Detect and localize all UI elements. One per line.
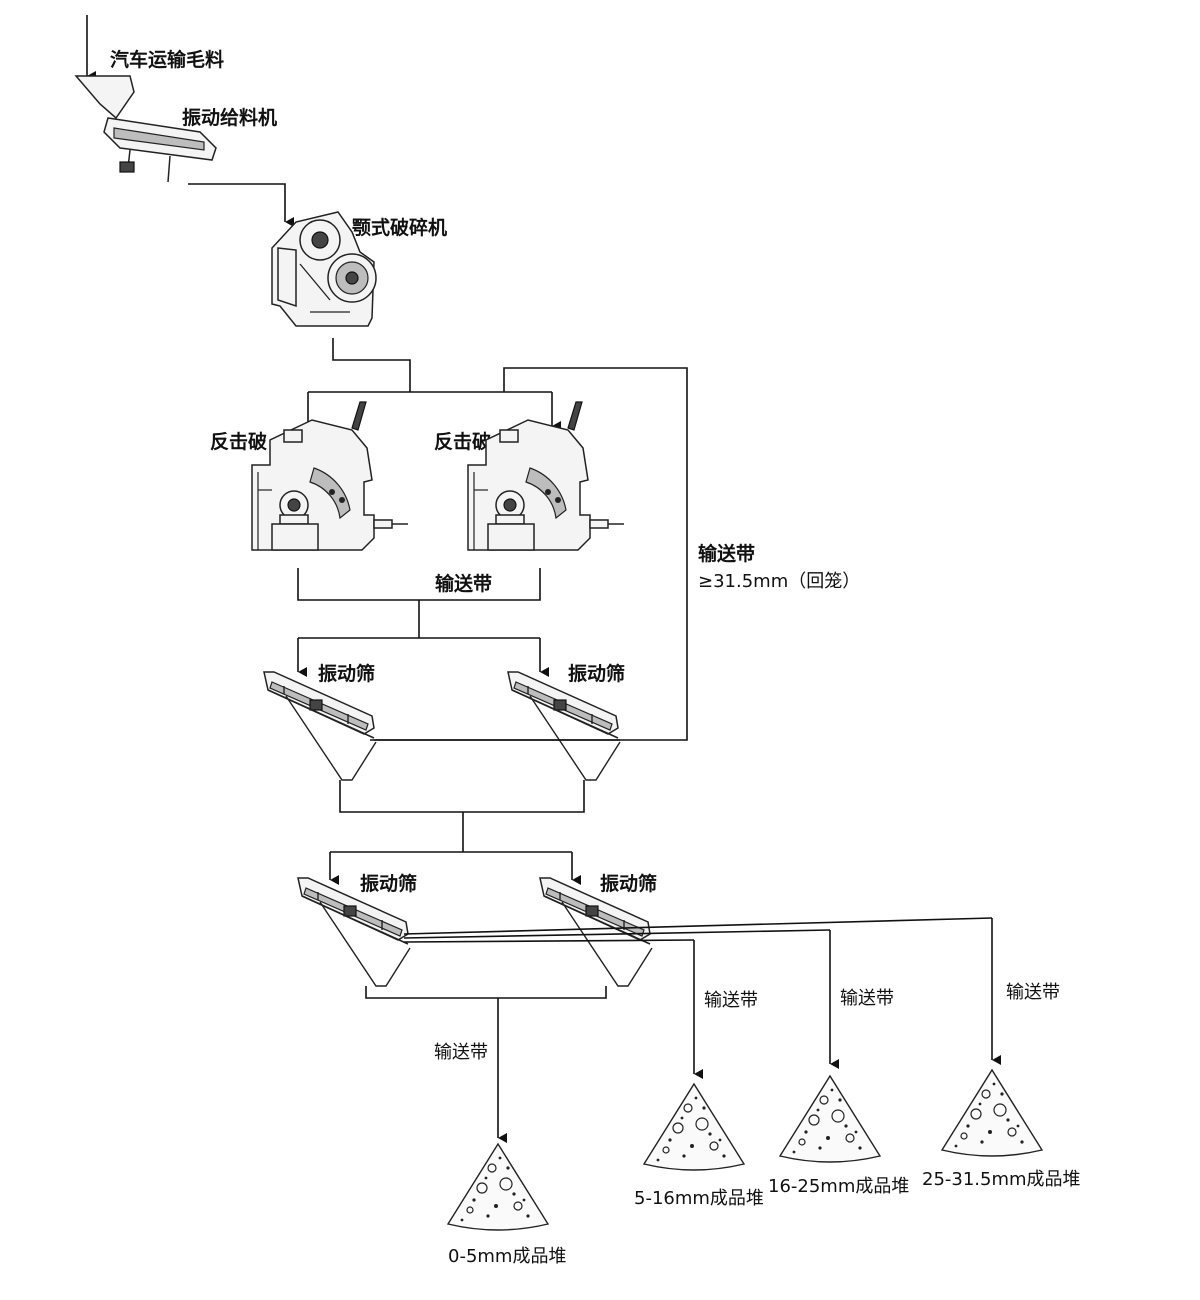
jaw-crusher-label: 颚式破碎机 (352, 216, 447, 239)
product-pile-1-icon (447, 1143, 549, 1231)
product-line-1 (403, 917, 993, 935)
product-pile-2-icon (643, 1083, 745, 1171)
vibrating-screen-1-icon (263, 671, 377, 781)
impact-collect-line (297, 568, 541, 601)
product-pile-2-label: 5-16mm成品堆 (634, 1188, 764, 1209)
vibrating-feeder-icon (74, 75, 217, 183)
impact-crusher-1-label: 反击破 (210, 431, 267, 453)
truck-label: 汽车运输毛料 (110, 48, 224, 71)
screen-2-label: 振动筛 (568, 662, 625, 685)
impact-crusher-2-label: 反击破 (434, 431, 491, 453)
conveyor-a-label: 输送带 (434, 1042, 488, 1063)
screen-4-label: 振动筛 (600, 872, 657, 895)
fines-collect-line (365, 986, 607, 999)
product-pile-4-icon (941, 1069, 1043, 1157)
product-pile-4-label: 25-31.5mm成品堆 (922, 1169, 1081, 1190)
jaw-out-line (332, 338, 411, 392)
feeder-label: 振动给料机 (182, 106, 277, 129)
conveyor-b-label: 输送带 (704, 990, 758, 1011)
product-pile-3-icon (779, 1075, 881, 1163)
screen-undersize-collect (339, 780, 585, 813)
conveyor-c-label: 输送带 (840, 988, 894, 1009)
screen-3-label: 振动筛 (360, 872, 417, 895)
product-line-3 (403, 939, 695, 943)
return-spec-label: ≥31.5mm（回笼） (698, 571, 860, 592)
impact-crusher-1-icon (251, 401, 409, 551)
screen-1-label: 振动筛 (318, 662, 375, 685)
conveyor-d-label: 输送带 (1006, 982, 1060, 1003)
conveyor-return-label: 输送带 (698, 542, 755, 565)
product-pile-3-label: 16-25mm成品堆 (768, 1176, 909, 1197)
product-line-2 (403, 929, 831, 939)
jaw-crusher-icon (271, 211, 377, 327)
impact-crusher-2-icon (467, 401, 625, 551)
feeder-to-jaw-line (188, 183, 294, 227)
vibrating-screen-2-icon (507, 671, 621, 781)
product-pile-1-label: 0-5mm成品堆 (448, 1246, 566, 1267)
conveyor-mid-label: 输送带 (435, 572, 492, 595)
